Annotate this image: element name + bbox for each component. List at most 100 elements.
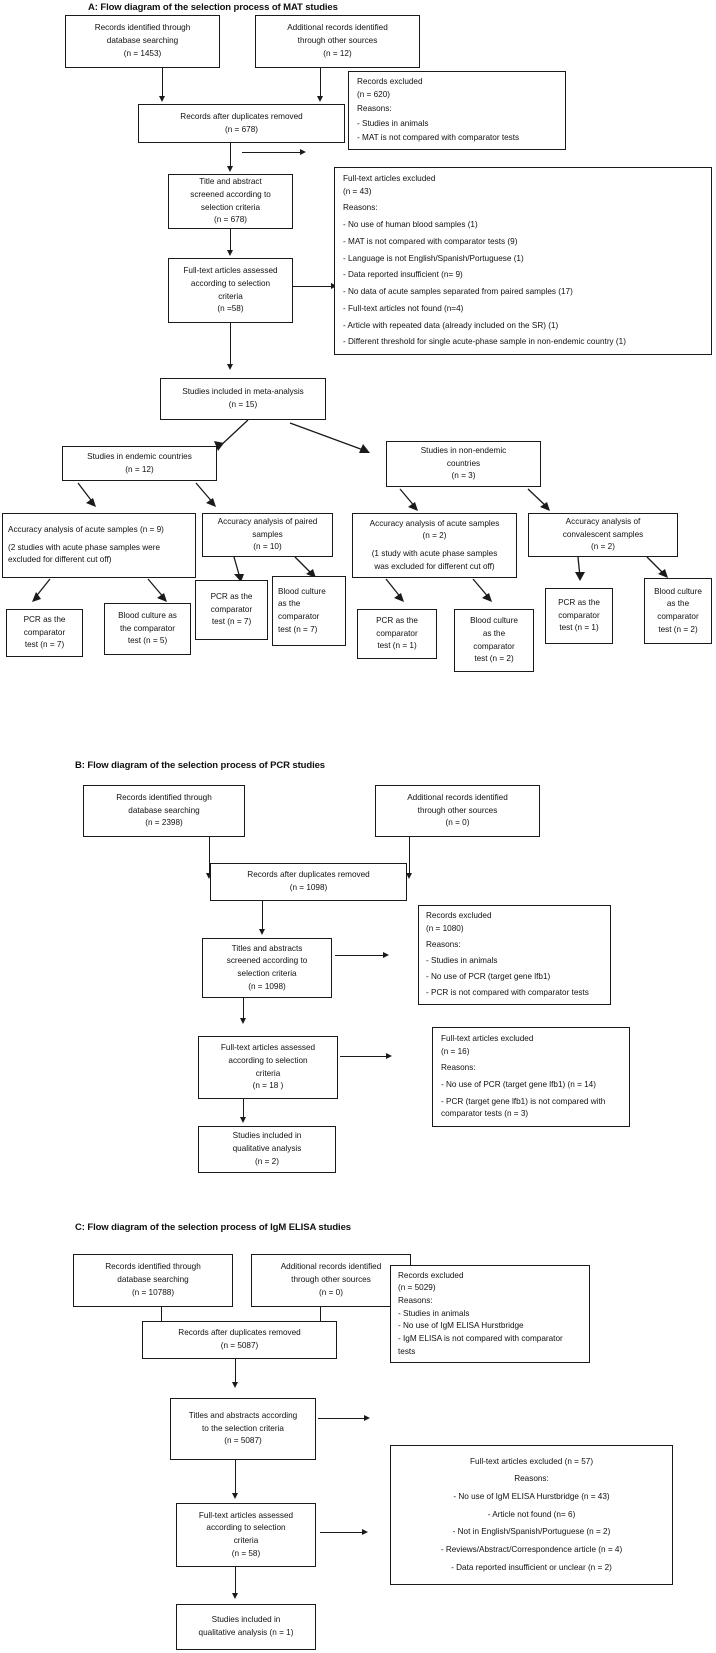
line: Blood culture <box>278 586 326 596</box>
reasons-label: Reasons: <box>343 203 378 213</box>
arrowhead <box>226 166 233 172</box>
line: (n = 0) <box>445 818 470 828</box>
line: Records after duplicates removed <box>247 870 370 880</box>
reasons-label: Reasons: <box>398 1295 433 1305</box>
line: excluded for different cut off) <box>8 555 112 565</box>
a-studies-endemic: Studies in endemic countries (n = 12) <box>62 446 217 481</box>
line: test (n = 7) <box>24 640 65 650</box>
line: to the selection criteria <box>202 1423 284 1433</box>
arrowhead <box>239 1018 246 1024</box>
reasons-label: Reasons: <box>426 939 461 949</box>
connector-a1 <box>162 68 163 98</box>
line: Records after duplicates removed <box>180 111 303 121</box>
connector-c5 <box>235 1460 236 1495</box>
arrowhead <box>158 96 165 102</box>
line: Studies in non-endemic <box>420 445 507 455</box>
reason-item: - Data reported insufficient (n= 9) <box>343 270 463 280</box>
a-records-after-duplicates: Records after duplicates removed (n = 67… <box>138 104 345 143</box>
reason-item: - PCR (target gene lfb1) is not compared… <box>441 1096 606 1119</box>
connector-b1 <box>209 837 210 875</box>
line: comparator <box>376 628 418 638</box>
reason-item: - No use of IgM ELISA Hurstbridge <box>398 1321 524 1331</box>
arrowhead <box>231 1593 238 1599</box>
line: according to selection <box>206 1523 286 1533</box>
line: convalescent samples <box>562 529 644 539</box>
line: test (n = 5) <box>127 636 168 646</box>
arrowhead <box>258 929 265 935</box>
line: (n = 1098) <box>248 981 286 991</box>
records-excluded-title: Records excluded <box>357 77 423 86</box>
line: test (n = 7) <box>278 624 318 634</box>
reason-item: - No use of IgM ELISA Hurstbridge (n = 4… <box>453 1491 610 1501</box>
line: (n = 1098) <box>289 883 328 892</box>
a-fulltext-excluded: Full-text articles excluded (n = 43) Rea… <box>334 167 712 355</box>
line: (2 studies with acute phase samples were <box>8 542 161 552</box>
connector-a6 <box>293 286 333 287</box>
records-excluded-title: Records excluded <box>398 1270 464 1280</box>
fulltext-excluded-title: Full-text articles excluded (n = 57) <box>469 1456 594 1466</box>
line: (n = 2398) <box>145 818 183 828</box>
line: test (n = 1) <box>377 641 417 651</box>
line: (n = 12) <box>125 464 154 474</box>
line: database searching <box>128 805 200 815</box>
reasons-label: Reasons: <box>441 1063 476 1073</box>
c-records-after-duplicates: Records after duplicates removed (n = 50… <box>142 1321 337 1359</box>
arrowhead <box>364 1414 370 1421</box>
b-records-identified-other: Additional records identified through ot… <box>375 785 540 837</box>
connector-c4 <box>318 1418 366 1419</box>
line: test (n = 2) <box>474 654 514 664</box>
b-fulltext-excluded: Full-text articles excluded (n = 16) Rea… <box>432 1027 630 1127</box>
fulltext-excluded-count: (n = 16) <box>441 1046 470 1056</box>
line: criteria <box>255 1068 281 1078</box>
b-records-identified-db: Records identified through database sear… <box>83 785 245 837</box>
a-records-excluded: Records excluded (n = 620) Reasons: - St… <box>348 71 566 150</box>
records-excluded-count: (n = 5029) <box>398 1283 436 1293</box>
line: comparator <box>210 604 253 614</box>
a-title-abstract-screened: Title and abstract screened according to… <box>168 174 293 229</box>
line: criteria <box>218 291 243 301</box>
line: Records identified through <box>105 1262 201 1272</box>
line: (n = 18 ) <box>252 1081 284 1091</box>
line: comparator <box>657 612 699 621</box>
reason-item: - No use of PCR (target gene lfb1) (n = … <box>441 1079 596 1089</box>
b-records-after-duplicates: Records after duplicates removed (n = 10… <box>210 863 407 901</box>
connector-b5 <box>243 998 244 1020</box>
a-leaf-bloodculture-3: Blood culture as the comparator test (n … <box>454 609 534 672</box>
line: Additional records identified <box>280 1262 382 1272</box>
a-tier3-arrows <box>77 482 550 511</box>
line: Accuracy analysis of paired <box>217 516 318 526</box>
line: (n = 678) <box>214 215 247 225</box>
reason-item: - Not in English/Spanish/Portuguese (n =… <box>452 1527 611 1537</box>
b-records-excluded: Records excluded (n = 1080) Reasons: - S… <box>418 905 611 1005</box>
records-excluded-count: (n = 1080) <box>426 923 464 933</box>
a-endemic-acute-analysis: Accuracy analysis of acute samples (n = … <box>2 513 196 578</box>
arrowhead <box>231 1382 238 1388</box>
line: (n = 1453) <box>123 48 162 58</box>
line: Titles and abstracts <box>231 943 303 953</box>
a-endemic-paired-analysis: Accuracy analysis of paired samples (n =… <box>202 513 333 557</box>
line: Accuracy analysis of <box>565 516 641 526</box>
line: Studies included in meta-analysis <box>182 387 304 397</box>
line: Titles and abstracts according <box>188 1410 298 1420</box>
line: selection criteria <box>200 202 261 212</box>
arrowhead <box>226 364 233 370</box>
section-b-title: B: Flow diagram of the selection process… <box>75 760 325 771</box>
reason-item: - Different threshold for single acute-p… <box>343 337 626 347</box>
line: Blood culture as <box>118 610 177 620</box>
line: comparator <box>473 641 515 651</box>
line: Studies in endemic countries <box>87 451 192 461</box>
reason-item: - PCR is not compared with comparator te… <box>426 988 589 998</box>
line: (n = 5087) <box>220 1341 259 1350</box>
line: PCR as the <box>210 591 253 601</box>
a-leaf-arrows <box>32 556 668 602</box>
connector-c7 <box>235 1567 236 1595</box>
line: (n = 5087) <box>224 1436 262 1446</box>
a-leaf-pcr-3: PCR as the comparator test (n = 1) <box>357 609 437 659</box>
arrowhead <box>316 96 323 102</box>
reason-item: - Studies in animals <box>357 118 429 128</box>
arrowhead <box>231 1493 238 1499</box>
c-records-identified-db: Records identified through database sear… <box>73 1254 233 1307</box>
a-leaf-bloodculture-1: Blood culture as the comparator test (n … <box>104 603 191 655</box>
b-titles-abstracts-screened: Titles and abstracts screened according … <box>202 938 332 998</box>
a-leaf-pcr-4: PCR as the comparator test (n = 1) <box>545 588 613 644</box>
